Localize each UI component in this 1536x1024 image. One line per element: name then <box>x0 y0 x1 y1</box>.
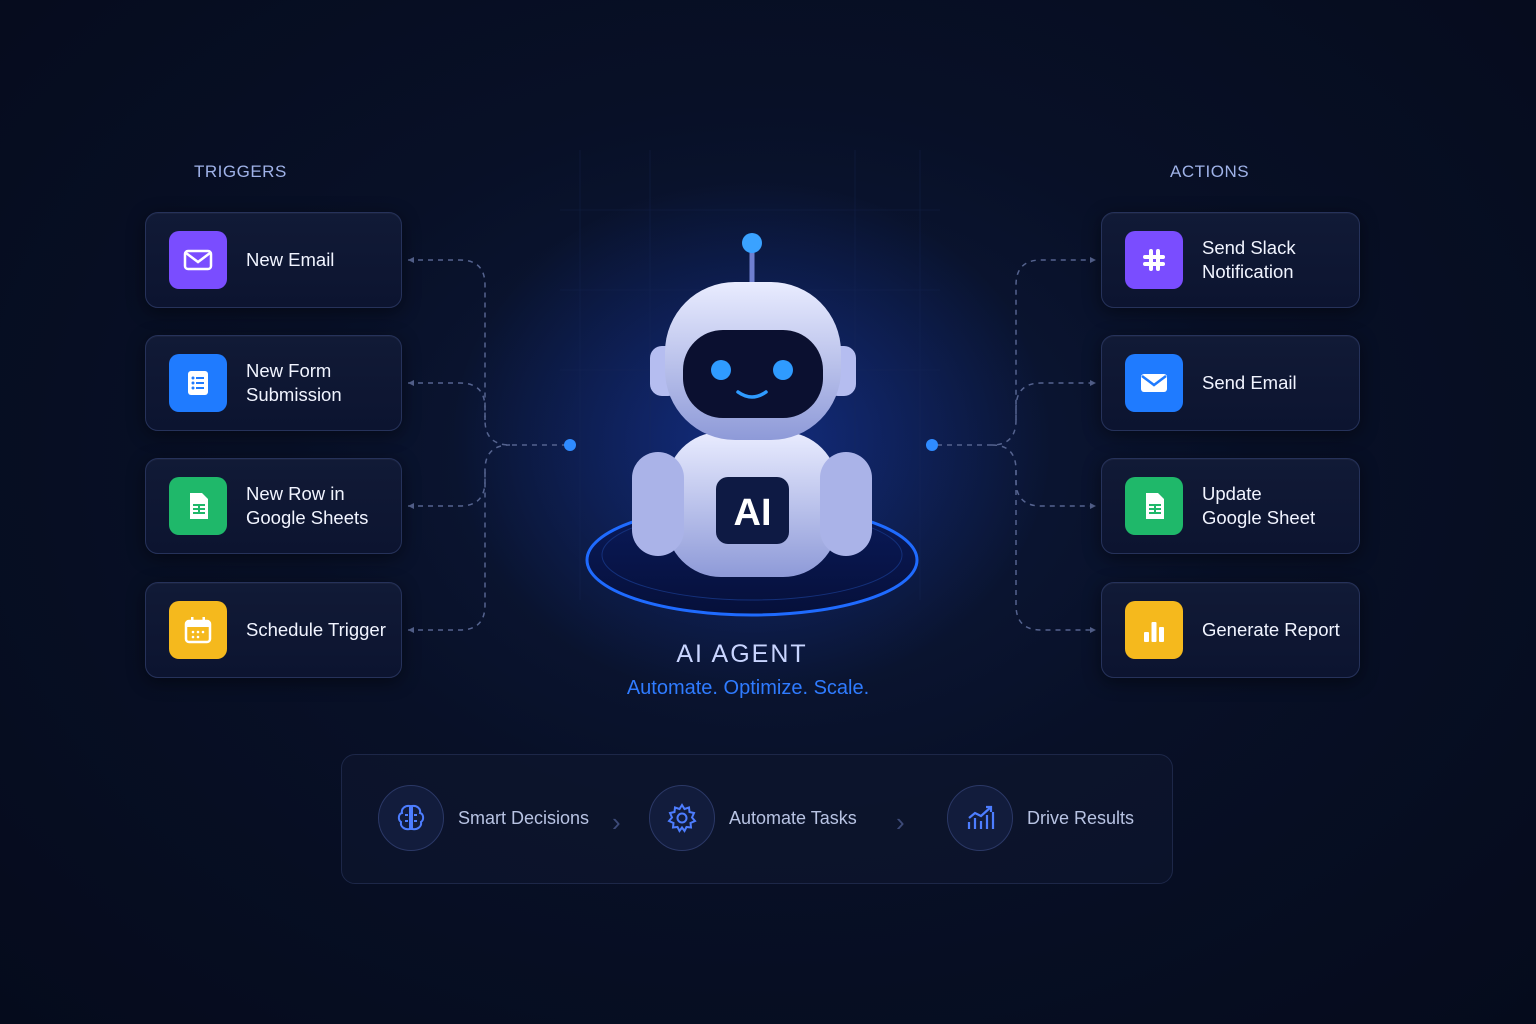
action-card-send-email[interactable]: Send Email <box>1101 335 1360 431</box>
trigger-label: New Email <box>246 249 335 270</box>
trigger-label: New Row in Google Sheets <box>246 483 369 528</box>
bar-chart-icon <box>1125 601 1183 659</box>
robot-mascot <box>632 233 872 577</box>
action-card-generate-report[interactable]: Generate Report <box>1101 582 1360 678</box>
benefits-bar: Smart Decisions › Automate Tasks › Drive… <box>341 754 1173 884</box>
step-label: Automate Tasks <box>729 807 857 828</box>
sheets-icon <box>1125 477 1183 535</box>
mail-icon <box>169 231 227 289</box>
gear-icon <box>649 785 715 851</box>
agent-tagline: Automate. Optimize. Scale. <box>626 677 870 699</box>
chevron-right-icon: › <box>612 807 621 837</box>
trigger-card-schedule-trigger[interactable]: Schedule Trigger <box>145 582 402 678</box>
trigger-label: Schedule Trigger <box>246 619 386 640</box>
triggers-heading: TRIGGERS <box>194 162 287 181</box>
actions-heading: ACTIONS <box>1170 162 1250 181</box>
mail-icon <box>1125 354 1183 412</box>
action-card-send-slack-notification[interactable]: Send Slack Notification <box>1101 212 1360 308</box>
brain-icon <box>378 785 444 851</box>
trigger-label: New Form Submission <box>246 360 342 405</box>
step-drive-results: Drive Results <box>947 785 1134 851</box>
calendar-icon <box>169 601 227 659</box>
step-smart-decisions: Smart Decisions <box>378 785 589 851</box>
step-label: Drive Results <box>1027 807 1135 828</box>
action-label: Update Google Sheet <box>1202 483 1316 528</box>
step-label: Smart Decisions <box>458 807 590 828</box>
action-label: Send Email <box>1202 372 1297 393</box>
step-automate-tasks: Automate Tasks <box>649 785 857 851</box>
sheets-icon <box>169 477 227 535</box>
trigger-card-new-form-submission[interactable]: New Form Submission <box>145 335 402 431</box>
action-label: Send Slack Notification <box>1202 237 1296 282</box>
action-card-update-google-sheet[interactable]: Update Google Sheet <box>1101 458 1360 554</box>
form-icon <box>169 354 227 412</box>
trigger-card-new-email[interactable]: New Email <box>145 212 402 308</box>
action-label: Generate Report <box>1202 619 1340 640</box>
agent-title: AI AGENT <box>676 640 808 668</box>
growth-chart-icon <box>947 785 1013 851</box>
chevron-right-icon: › <box>896 807 905 837</box>
trigger-card-new-row-google-sheets[interactable]: New Row in Google Sheets <box>145 458 402 554</box>
slack-icon <box>1125 231 1183 289</box>
ai-badge: AI <box>734 492 772 534</box>
